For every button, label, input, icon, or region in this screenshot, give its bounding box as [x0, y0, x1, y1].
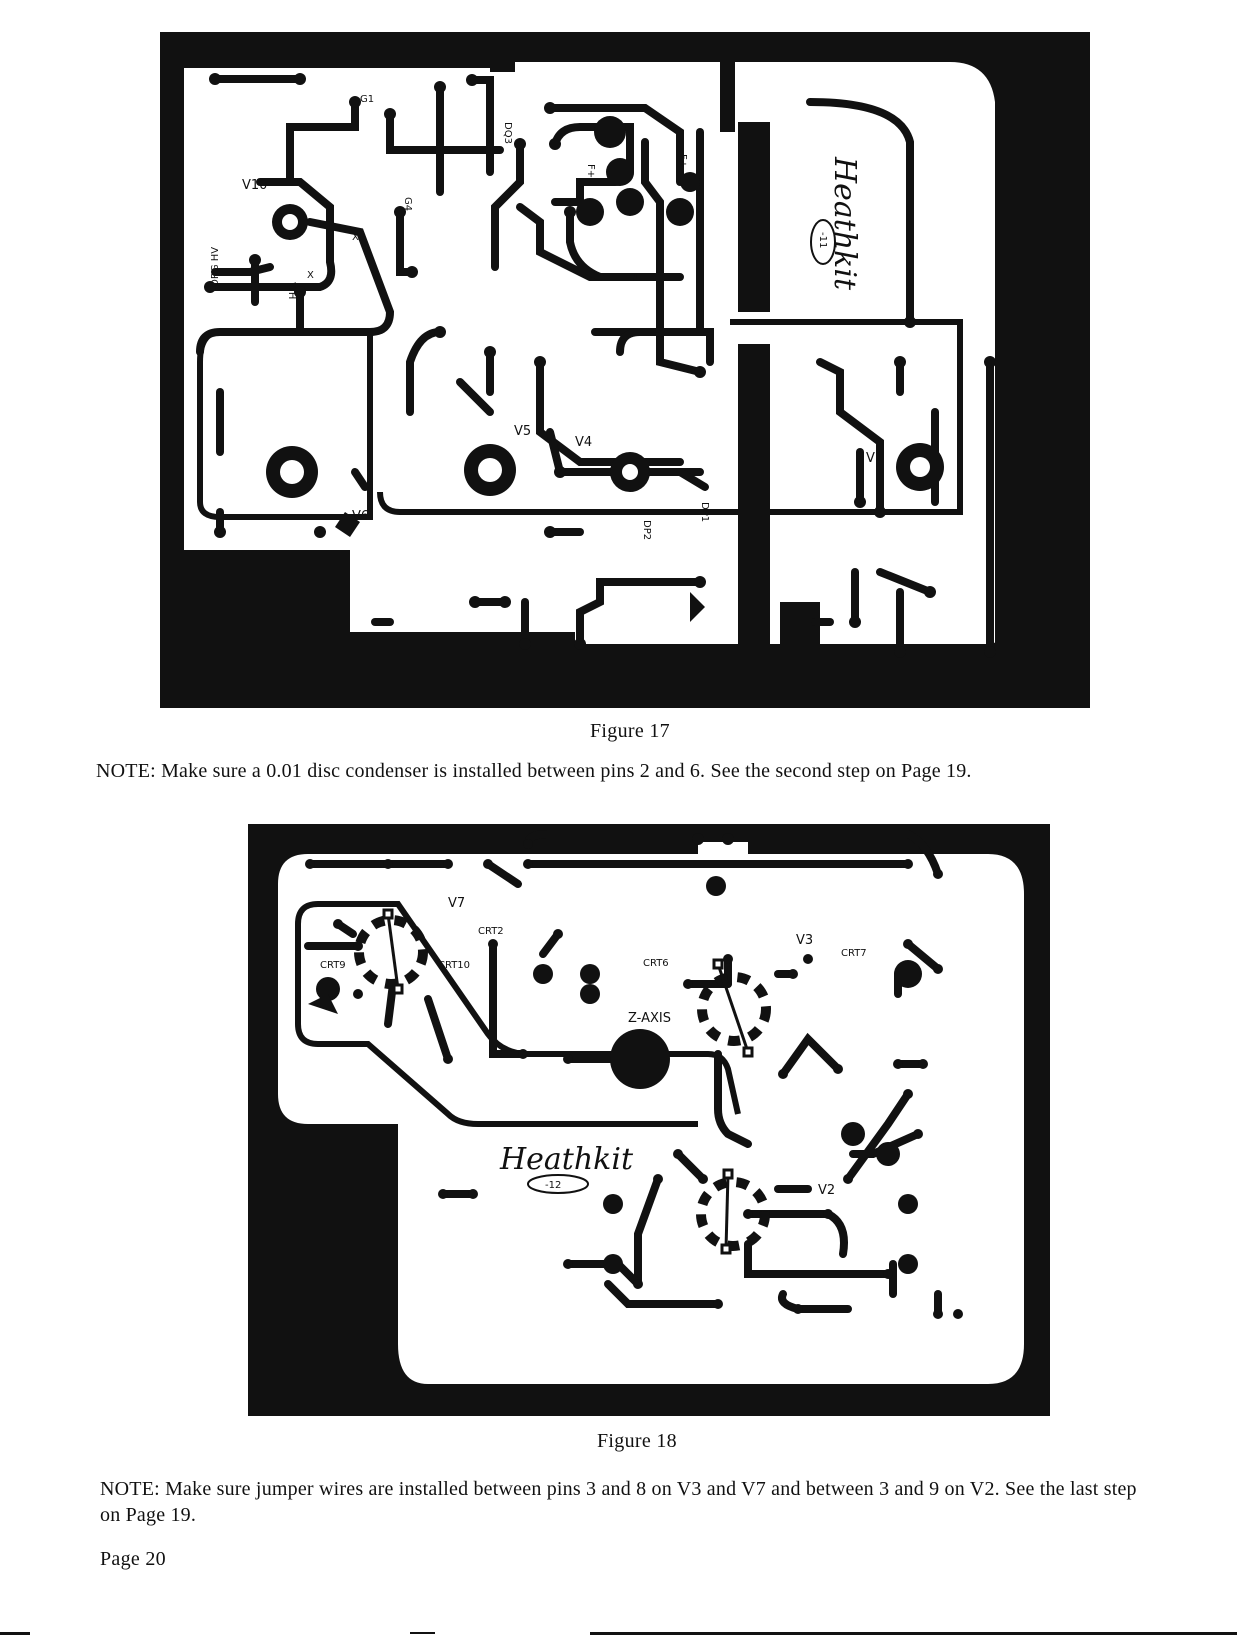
- org-hv-label: ORG HV: [210, 247, 221, 287]
- wh-label: WH: [286, 282, 297, 299]
- heathkit-logo-number: -11: [817, 232, 828, 248]
- v6-label: V6: [352, 509, 369, 524]
- dp1-label: DP1: [699, 502, 710, 522]
- g1-label: G1: [360, 94, 374, 105]
- f-minus-label: F-: [627, 272, 638, 282]
- v7-label: V7: [448, 896, 465, 911]
- figure-17-circuit-board: V10 V5 V4 V6 V1 G1 DQ3 G4 F+ F+ F- X X W…: [160, 32, 1090, 708]
- figure-18-caption: Figure 18: [597, 1430, 677, 1452]
- v5-label: V5: [514, 424, 531, 439]
- heathkit-logo-number-18: -12: [545, 1180, 561, 1191]
- dq3-label: DQ3: [502, 122, 513, 144]
- logo-oval-18: [527, 1174, 589, 1194]
- f-plus-label-2: F+: [677, 154, 688, 168]
- heathkit-logo: Heathkit: [827, 156, 862, 291]
- v4-label: V4: [575, 435, 592, 450]
- scan-edge-right: [590, 1632, 1237, 1635]
- f-plus-label-1: F+: [585, 164, 596, 178]
- v3-label: V3: [796, 933, 813, 948]
- crt10-label: CRT10: [438, 960, 470, 971]
- figure-18-circuit-board: V7 V3 V2 CRT2 CRT9 CRT10 CRT6 CRT7 Z-AXI…: [248, 824, 1050, 1416]
- crt7-label: CRT7: [841, 948, 867, 959]
- g4-label: G4: [402, 197, 413, 211]
- dp2-label: DP2: [641, 520, 652, 540]
- note-condenser: NOTE: Make sure a 0.01 disc condenser is…: [96, 760, 972, 782]
- z-axis-label: Z-AXIS: [628, 1011, 671, 1026]
- v10-label: V10: [242, 178, 267, 193]
- crt6-label: CRT6: [643, 958, 669, 969]
- figure-17-caption: Figure 17: [590, 720, 670, 742]
- logo-oval: [810, 219, 836, 265]
- heathkit-logo-18: Heathkit: [499, 1142, 634, 1177]
- note-jumper-wires: NOTE: Make sure jumper wires are install…: [100, 1478, 1137, 1526]
- x-label-2: X: [307, 270, 314, 281]
- page-number: Page 20: [100, 1548, 166, 1570]
- v2-label: V2: [818, 1183, 835, 1198]
- v1-label: V1: [866, 451, 883, 466]
- scan-edge-mid: [410, 1632, 435, 1634]
- crt9-label: CRT9: [320, 960, 346, 971]
- x-label-1: X: [352, 232, 359, 243]
- scan-edge-left: [0, 1632, 30, 1635]
- crt2-label: CRT2: [478, 926, 504, 937]
